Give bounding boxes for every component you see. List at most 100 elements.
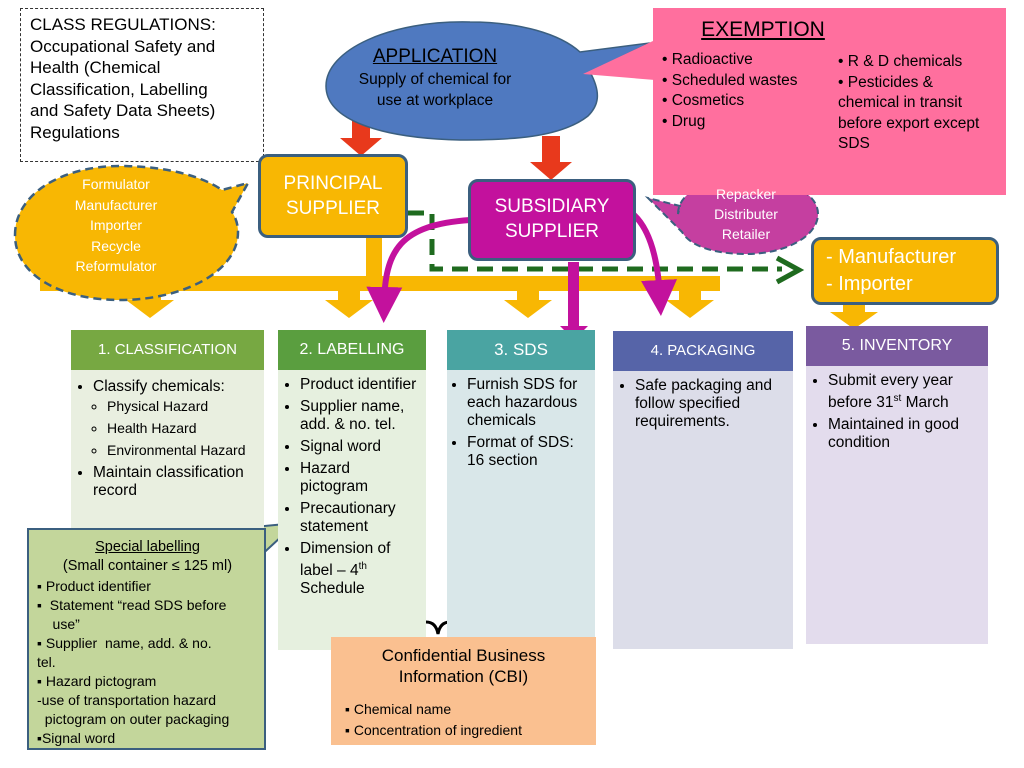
superscript: st — [893, 393, 902, 404]
magenta-arrow-down — [560, 262, 588, 340]
yellow-down-arrow-4 — [666, 290, 714, 318]
bubble-line: Repacker — [716, 186, 776, 202]
list-item-text: Dimension of label – 4 — [300, 540, 391, 580]
application-line: use at workplace — [376, 92, 494, 109]
special-labelling-line: ▪ Statement “read SDS before — [37, 597, 227, 613]
special-labelling-subtitle: (Small container ≤ 125 ml) — [62, 558, 233, 574]
sublist-item: Environmental Hazard — [107, 440, 252, 460]
principal-supplier-box: PRINCIPAL SUPPLIER — [258, 154, 408, 238]
sublist-item: Health Hazard — [107, 418, 252, 438]
bubble-line: Reformulator — [75, 258, 157, 274]
title-line: Occupational Safety and — [30, 36, 216, 56]
application-title: APPLICATION — [372, 46, 498, 67]
special-labelling-line: -use of transportation hazard — [37, 692, 216, 708]
cbi-title-line: Information (CBI) — [398, 667, 529, 686]
special-labelling-line: pictogram on outer packaging — [37, 711, 230, 727]
list-item: Chemical name — [345, 699, 586, 720]
manufacturer-importer-box: - Manufacturer - Importer — [811, 237, 999, 305]
list-item: Furnish SDS for each hazardous chemicals — [467, 376, 589, 430]
formulator-bubble-text: Formulator Manufacturer Importer Recycle… — [46, 174, 186, 277]
list-item-text: Classify chemicals: — [93, 378, 225, 395]
regulation-title-box: CLASS REGULATIONS: Occupational Safety a… — [20, 8, 264, 162]
repacker-bubble-text: Repacker Distributer Retailer — [684, 184, 808, 244]
exemption-item: R & D chemicals — [838, 52, 998, 73]
inventory-list: Submit every year before 31st March Main… — [806, 372, 988, 452]
sds-header: 3. SDS — [447, 330, 595, 370]
exemption-list-left: Radioactive Scheduled wastes Cosmetics D… — [662, 50, 798, 132]
application-line: Supply of chemical for — [358, 71, 512, 88]
yellow-down-arrow-1 — [126, 290, 174, 318]
list-item: Supplier name, add. & no. tel. — [300, 398, 420, 434]
packaging-header: 4. PACKAGING — [613, 331, 793, 371]
yellow-down-arrow-3 — [504, 290, 552, 318]
list-item: Dimension of label – 4th Schedule — [300, 540, 420, 598]
labelling-header: 2. LABELLING — [278, 330, 426, 370]
sds-list: Furnish SDS for each hazardous chemicals… — [447, 376, 595, 470]
exemption-item: Cosmetics — [662, 91, 798, 112]
cbi-title: Confidential Business Information (CBI) — [341, 645, 586, 687]
exemption-callout-pointer — [583, 40, 655, 80]
formulator-bubble — [13, 164, 251, 302]
bubble-line: Distributer — [714, 206, 778, 222]
list-item: Maintain classification record — [93, 464, 258, 500]
inventory-column: 5. INVENTORY Submit every year before 31… — [806, 326, 988, 644]
exemption-box: EXEMPTION Radioactive Scheduled wastes C… — [653, 8, 1006, 195]
list-item: Concentration of ingredient — [345, 720, 586, 741]
magenta-curve-right — [631, 212, 678, 316]
title-line: Health (Chemical — [30, 58, 161, 77]
principal-line: PRINCIPAL — [283, 173, 383, 194]
list-item: Format of SDS: 16 section — [467, 434, 589, 470]
exemption-list-right: R & D chemicals Pesticides & chemical in… — [838, 52, 998, 155]
cbi-box: Confidential Business Information (CBI) … — [331, 637, 596, 745]
sublist-item: Physical Hazard — [107, 396, 252, 416]
labelling-column: 2. LABELLING Product identifier Supplier… — [278, 330, 426, 650]
title-line: and Safety Data Sheets) — [30, 101, 216, 120]
special-labelling-line: ▪Signal word — [37, 730, 116, 746]
green-dashed-connector — [408, 210, 782, 272]
bubble-line: Retailer — [721, 226, 771, 242]
classification-header: 1. CLASSIFICATION — [71, 330, 264, 370]
exemption-item: Radioactive — [662, 50, 798, 71]
red-arrow-subsidiary — [530, 136, 572, 180]
bubble-line: Recycle — [91, 237, 141, 254]
manufacturer-line: - Importer — [826, 273, 913, 295]
cbi-list: Chemical name Concentration of ingredien… — [341, 699, 586, 741]
superscript: th — [358, 561, 367, 572]
subsidiary-line: SUPPLIER — [505, 221, 599, 242]
packaging-column: 4. PACKAGING Safe packaging and follow s… — [613, 331, 793, 649]
exemption-item: Drug — [662, 112, 798, 133]
red-arrow-principal — [340, 112, 382, 156]
list-item: Submit every year before 31st March — [828, 372, 982, 412]
special-labelling-title: Special labelling — [95, 539, 200, 555]
special-labelling-line: ▪ Hazard pictogram — [37, 673, 157, 689]
special-labelling-line: tel. — [37, 654, 56, 670]
inventory-header: 5. INVENTORY — [806, 326, 988, 366]
yellow-down-arrow-5 — [830, 304, 878, 329]
labelling-list: Product identifier Supplier name, add. &… — [278, 376, 426, 598]
list-item: Precautionary statement — [300, 500, 420, 536]
list-item: Product identifier — [300, 376, 420, 394]
special-labelling-line: ▪ Supplier name, add. & no. — [37, 635, 212, 651]
special-labelling-line: use” — [37, 616, 80, 632]
application-ellipse — [325, 21, 651, 141]
special-labelling-line: ▪ Product identifier — [37, 578, 151, 594]
bubble-line: Manufacturer — [74, 196, 158, 213]
cbi-title-line: Confidential Business — [381, 646, 546, 665]
exemption-title: EXEMPTION — [701, 18, 825, 41]
classification-column: 1. CLASSIFICATION Classify chemicals: Ph… — [71, 330, 264, 530]
application-text: APPLICATION Supply of chemical for use a… — [336, 46, 534, 111]
yellow-distribution-bar — [40, 276, 720, 291]
list-item: Classify chemicals: Physical Hazard Heal… — [93, 378, 258, 460]
bubble-line: Importer — [89, 217, 143, 233]
subsidiary-line: SUBSIDIARY — [494, 196, 610, 217]
principal-line: SUPPLIER — [286, 198, 380, 219]
green-arrow-head — [775, 255, 805, 285]
packaging-list: Safe packaging and follow specified requ… — [613, 377, 793, 431]
list-item: Maintained in good condition — [828, 416, 982, 452]
list-item: Signal word — [300, 438, 420, 456]
list-item: Hazard pictogram — [300, 460, 420, 496]
title-line: Regulations — [30, 122, 120, 142]
bubble-line: Formulator — [82, 176, 150, 192]
exemption-item: Pesticides & chemical in transit before … — [838, 73, 998, 155]
yellow-down-arrow-2 — [325, 290, 373, 318]
